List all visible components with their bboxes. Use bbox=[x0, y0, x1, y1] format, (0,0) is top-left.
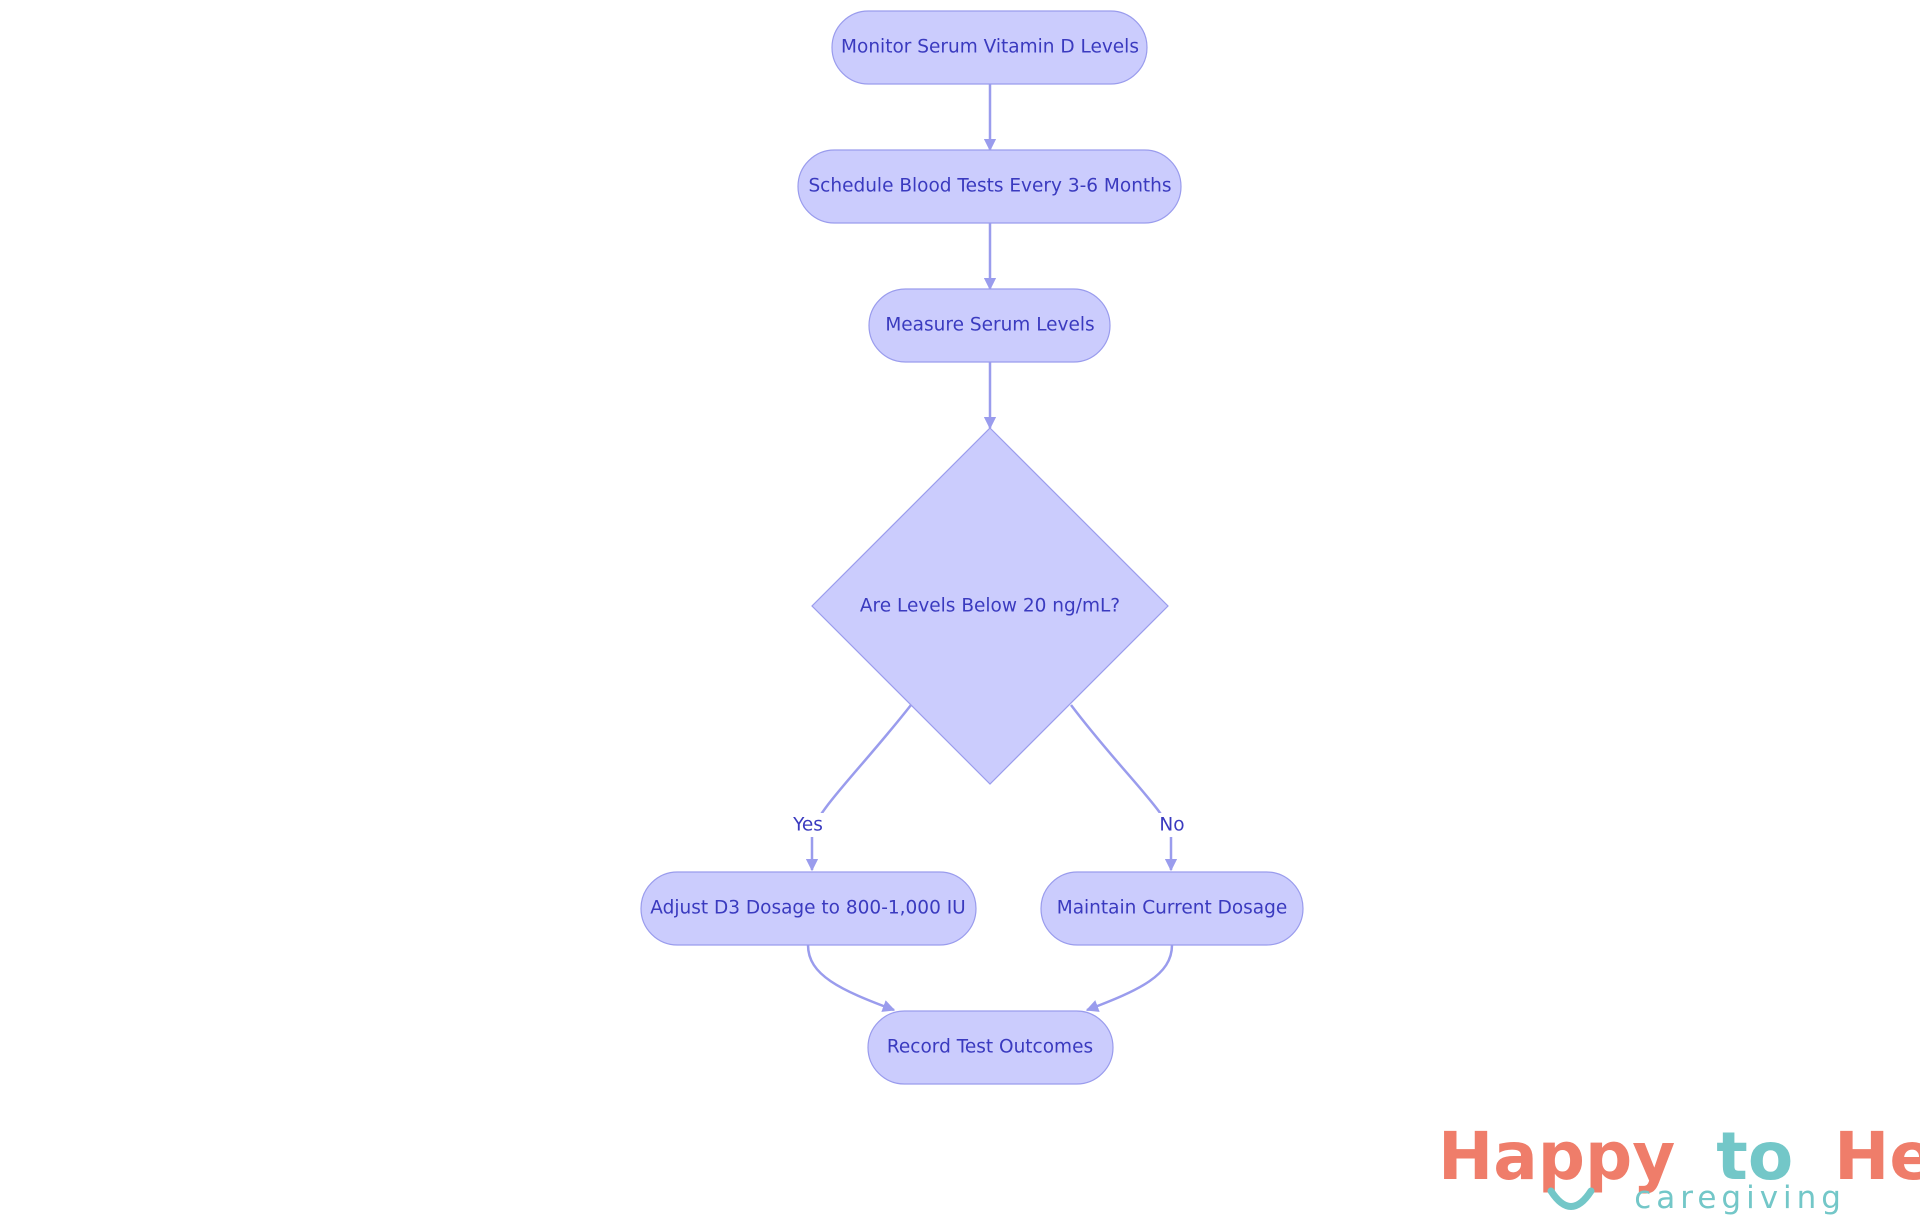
node-decision-label: Are Levels Below 20 ng/mL? bbox=[860, 596, 1120, 617]
node-measure-serum-levels[interactable]: Measure Serum Levels bbox=[868, 288, 1111, 363]
node-maintain-current-dosage[interactable]: Maintain Current Dosage bbox=[1040, 871, 1304, 946]
logo-word-to: to bbox=[1716, 1118, 1793, 1195]
edge-label-yes: Yes bbox=[788, 813, 828, 837]
node-monitor-label: Monitor Serum Vitamin D Levels bbox=[841, 37, 1139, 58]
node-adjust-label: Adjust D3 Dosage to 800-1,000 IU bbox=[650, 898, 965, 919]
edge-label-no-text: No bbox=[1159, 815, 1184, 836]
edge-maintain-to-record bbox=[1085, 944, 1174, 1012]
node-record-label: Record Test Outcomes bbox=[887, 1037, 1093, 1058]
logo-word-happy: Happy bbox=[1438, 1118, 1675, 1195]
edge-decision-to-maintain bbox=[1070, 704, 1178, 872]
edge-label-yes-text: Yes bbox=[792, 815, 823, 836]
svg-text:Happy to Help: Happy to Help bbox=[1438, 1118, 1920, 1195]
smile-icon bbox=[1547, 1187, 1595, 1210]
edge-adjust-to-record bbox=[806, 944, 896, 1012]
edge-label-no: No bbox=[1156, 813, 1188, 837]
node-decision-levels-below[interactable]: Are Levels Below 20 ng/mL? bbox=[811, 427, 1169, 785]
node-schedule-blood-tests[interactable]: Schedule Blood Tests Every 3-6 Months bbox=[797, 149, 1182, 224]
node-record-test-outcomes[interactable]: Record Test Outcomes bbox=[867, 1010, 1114, 1085]
node-adjust-d3-dosage[interactable]: Adjust D3 Dosage to 800-1,000 IU bbox=[640, 871, 977, 946]
node-schedule-label: Schedule Blood Tests Every 3-6 Months bbox=[808, 176, 1171, 197]
node-maintain-label: Maintain Current Dosage bbox=[1057, 898, 1288, 919]
logo-subtitle: caregiving bbox=[1634, 1180, 1846, 1215]
node-monitor-serum-vitamin-d[interactable]: Monitor Serum Vitamin D Levels bbox=[831, 10, 1148, 85]
happy-to-help-logo: Happy to Help caregiving bbox=[1438, 1118, 1920, 1215]
node-measure-label: Measure Serum Levels bbox=[885, 315, 1094, 336]
logo-word-help: Help bbox=[1834, 1118, 1920, 1195]
edge-decision-to-adjust bbox=[805, 704, 912, 872]
